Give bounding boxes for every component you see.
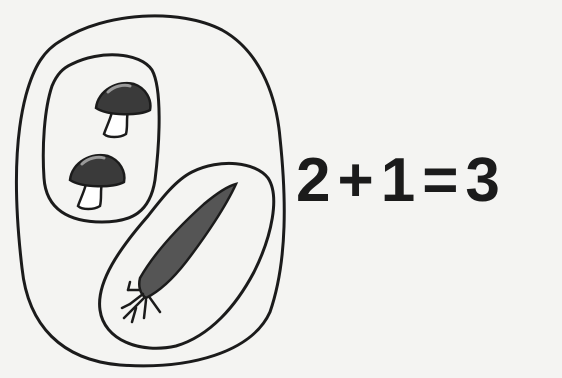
equals-sign: = [422, 150, 459, 212]
equation: 2+1=3 [296, 150, 501, 212]
mushroom-cap [96, 83, 150, 114]
mushroom-icon [70, 155, 124, 209]
plus-sign: + [337, 150, 374, 212]
result: 3 [465, 150, 500, 212]
mushroom-stem [104, 112, 128, 137]
mushroom-stem [78, 184, 102, 209]
carrot-icon [122, 184, 236, 322]
addend-a: 2 [296, 150, 331, 212]
mushroom-icon [96, 83, 150, 137]
mushroom-cap [70, 155, 124, 186]
addend-b: 1 [381, 150, 416, 212]
carrot-body [139, 184, 236, 298]
